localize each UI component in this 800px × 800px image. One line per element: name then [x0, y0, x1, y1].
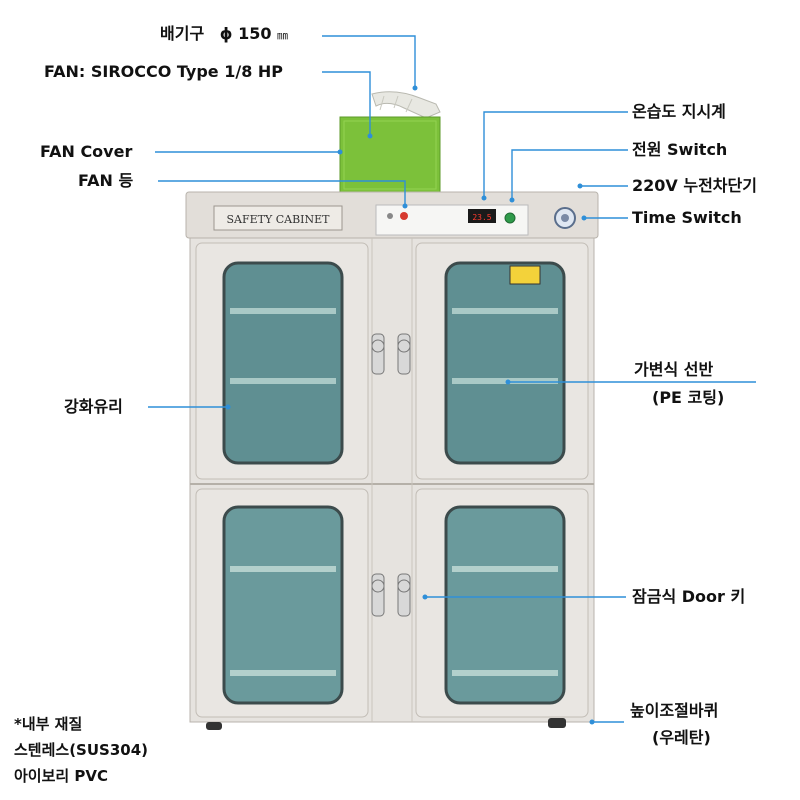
nameplate-frame	[213, 205, 343, 231]
shelf	[452, 378, 558, 384]
exhaust-duct	[371, 91, 441, 119]
hygrometer-label: 온습도 지시계	[632, 102, 726, 121]
breaker-label: 220V 누전차단기	[632, 176, 757, 195]
material-note-line3: 아이보리 PVC	[14, 767, 109, 785]
glass-upper-left	[222, 261, 344, 465]
glass-upper-right	[444, 261, 566, 465]
wheel-left	[206, 722, 222, 730]
exhaust-size: ϕ 150	[219, 24, 272, 43]
shelf-label-line1: 가변식 선반	[634, 360, 714, 379]
wheel-label-line2: (우레탄)	[652, 728, 711, 747]
glass-lower-left	[222, 505, 344, 705]
door-handles-lower	[371, 573, 411, 617]
door-key-label: 잠금식 Door 키	[632, 587, 746, 606]
exhaust-label: 배기구 ϕ 150 ㎜	[160, 24, 288, 46]
material-note-line2: 스텐레스(SUS304)	[14, 741, 149, 759]
power-switch-label: 전원 Switch	[632, 140, 728, 159]
wheel-right	[548, 718, 566, 728]
wheel-label-line1: 높이조절바퀴	[630, 701, 719, 720]
hygrometer-display	[468, 209, 496, 223]
exhaust-unit: ㎜	[277, 29, 289, 42]
door-handles-upper	[371, 333, 411, 375]
material-note-line1: *내부 재질	[14, 715, 83, 733]
time-switch-label: Time Switch	[632, 208, 742, 227]
fan-cover-label: FAN Cover	[40, 142, 133, 161]
fan-label: FAN: SIROCCO Type 1/8 HP	[44, 62, 284, 81]
svg-text:23.5: 23.5	[472, 213, 491, 222]
fan-light-label: FAN 등	[78, 171, 134, 190]
exhaust-title: 배기구	[160, 24, 205, 43]
shelf-label-line2: (PE 코팅)	[652, 388, 725, 407]
fan-lamp	[400, 212, 408, 220]
control-panel	[375, 204, 529, 236]
power-switch-icon	[504, 212, 516, 224]
glass-lower-right	[444, 505, 566, 705]
nameplate-text: SAFETY CABINET	[226, 213, 330, 226]
glass-label: 강화유리	[64, 397, 123, 416]
